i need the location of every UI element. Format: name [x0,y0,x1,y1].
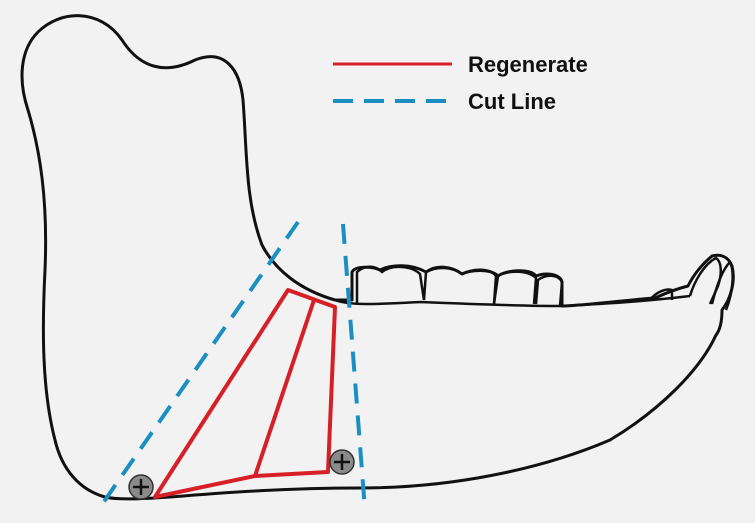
premolar [534,274,564,307]
legend-regenerate-label: Regenerate [468,52,588,77]
molar-2 [422,265,498,305]
molar-3 [492,270,538,305]
cut-line-right [341,223,367,511]
incisor-2 [710,259,734,311]
legend: Regenerate Cut Line [333,52,588,114]
molar-1 [355,265,426,304]
regenerate-region [153,288,337,499]
screw-icon [329,449,355,475]
incisor-1 [688,256,722,305]
mandible-outline [20,14,735,501]
screw-icon [128,474,154,500]
cut-line-left [101,220,300,505]
legend-cut-line-label: Cut Line [468,89,556,114]
regenerate-inner-line [253,298,316,478]
gum-line [334,294,691,308]
canine [649,288,674,301]
